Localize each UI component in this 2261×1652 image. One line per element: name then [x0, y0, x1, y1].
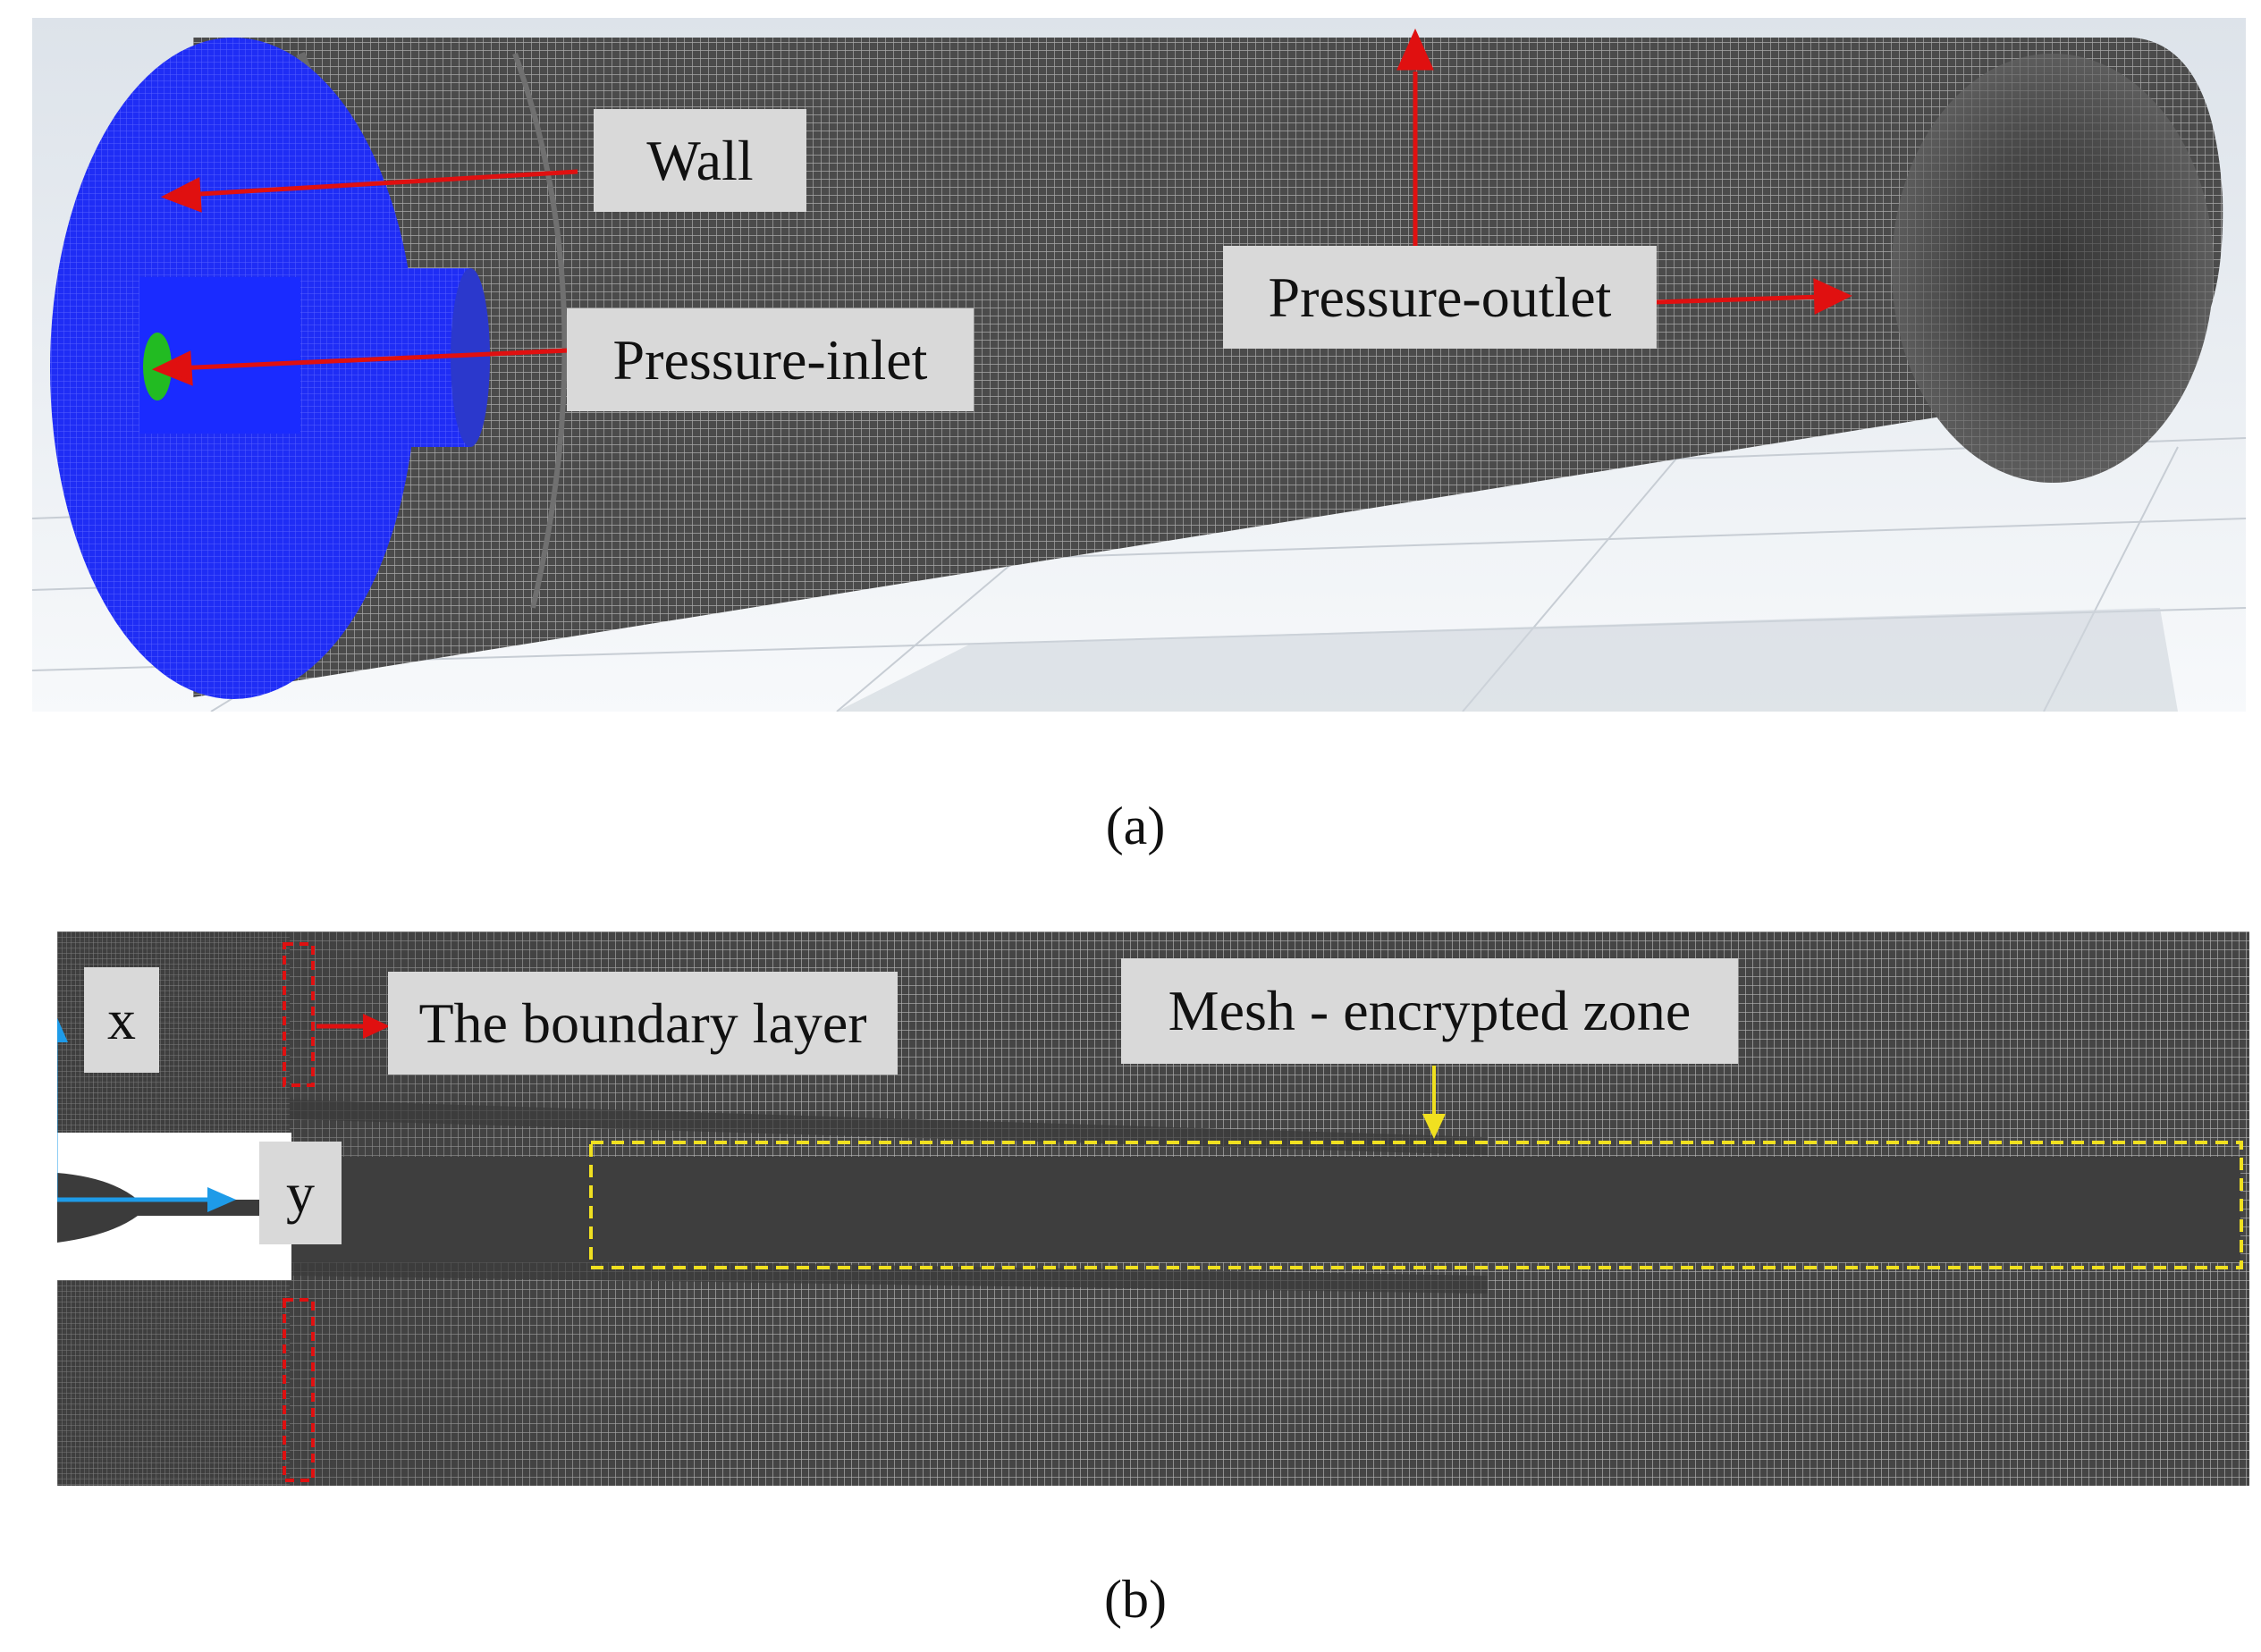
- panel-a-3d-mesh: Wall Pressure-inlet Pressure-outlet: [32, 18, 2246, 712]
- reflection-shadow: [837, 608, 2178, 712]
- panel-a-arrows: [151, 28, 1852, 386]
- boundary-layer-box-top: [283, 942, 315, 1087]
- boundary-layer-arrowhead: [363, 1014, 390, 1039]
- panel-b-2d-mesh: x y The boundary layer Mesh - encrypted …: [57, 931, 2249, 1486]
- jet-core: [291, 1157, 2240, 1262]
- caption-a: (a): [1105, 796, 1166, 856]
- boundary-layer-label: The boundary layer: [388, 972, 898, 1075]
- boundary-layer-box-bottom: [283, 1298, 315, 1482]
- x-axis-label: x: [84, 967, 159, 1073]
- pressure-inlet-label: Pressure-inlet: [567, 308, 974, 411]
- outlet-up-arrowhead: [1396, 28, 1434, 71]
- lower-shear-band: [290, 1255, 1488, 1294]
- caption-b: (b): [1104, 1570, 1167, 1629]
- y-axis-label: y: [259, 1142, 342, 1244]
- wall-label: Wall: [594, 109, 806, 212]
- inlet-core-green: [143, 333, 172, 400]
- inlet-arrow: [174, 348, 569, 371]
- outlet-right-arrowhead: [1813, 278, 1852, 315]
- y-axis-arrowhead: [207, 1187, 236, 1212]
- nozzle-end: [451, 268, 490, 447]
- mesh-encrypted-zone-label: Mesh - encrypted zone: [1121, 958, 1738, 1064]
- outlet-right-arrow: [1654, 294, 1821, 305]
- mesh-encrypted-zone-box: [589, 1141, 2243, 1269]
- wall-arrow: [183, 169, 578, 198]
- outlet-face-mesh: [1892, 54, 2214, 483]
- pressure-outlet-label: Pressure-outlet: [1223, 246, 1657, 349]
- panel-a-drawing: [32, 18, 2246, 712]
- mesh-seam-2: [512, 52, 568, 609]
- nozzle-channel: [57, 1173, 290, 1243]
- mesh-zone-arrowhead: [1422, 1114, 1446, 1139]
- wall-arrowhead: [160, 177, 202, 213]
- inlet-arrowhead: [151, 350, 193, 386]
